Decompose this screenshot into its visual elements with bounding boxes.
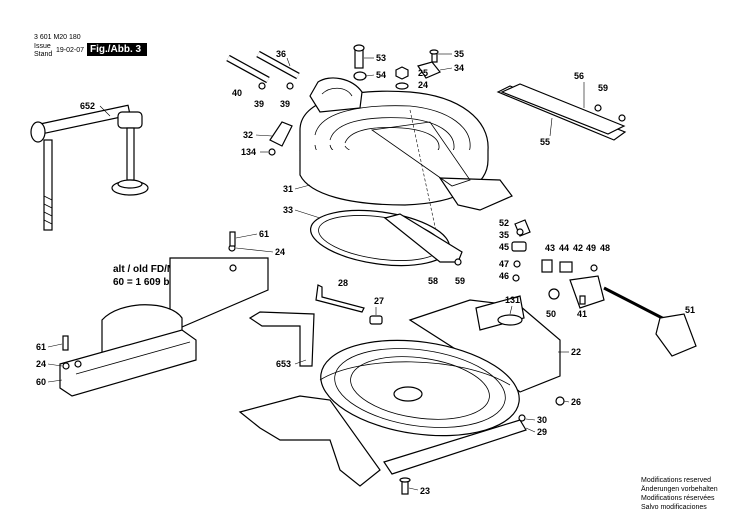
callout-34: 34 — [454, 63, 464, 73]
callout-47: 47 — [499, 259, 509, 269]
guard-lever — [383, 213, 463, 266]
carrying-handle — [248, 311, 315, 367]
footer-line: Änderungen vorbehalten — [641, 486, 718, 493]
callout-52: 52 — [499, 218, 509, 228]
callout-45: 45 — [499, 242, 509, 252]
top-fasteners — [353, 44, 441, 90]
callout-24: 24 — [275, 247, 285, 257]
callout-25: 25 — [418, 68, 428, 78]
stand-label: Stand — [34, 51, 53, 58]
callout-48: 48 — [600, 243, 610, 253]
clamp-assembly — [30, 104, 149, 231]
miter-lock-knob — [541, 259, 697, 357]
callout-44: 44 — [559, 243, 569, 253]
callout-59: 59 — [598, 83, 608, 93]
callout-35: 35 — [499, 230, 509, 240]
callout-39: 39 — [254, 99, 264, 109]
part-number: 3 601 M20 180 — [34, 34, 81, 41]
bevel-scale — [268, 121, 293, 156]
sliding-rails — [496, 83, 627, 141]
footer-line: Salvo modificaciones — [641, 504, 707, 511]
callout-59: 59 — [455, 276, 465, 286]
callout-54: 54 — [376, 70, 386, 80]
callout-43: 43 — [545, 243, 555, 253]
callout-29: 29 — [537, 427, 547, 437]
callout-42: 42 — [573, 243, 583, 253]
callout-50: 50 — [546, 309, 556, 319]
saw-base — [238, 295, 565, 495]
callout-28: 28 — [338, 278, 348, 288]
callout-32: 32 — [243, 130, 253, 140]
callout-49: 49 — [586, 243, 596, 253]
callout-55: 55 — [540, 137, 550, 147]
callout-27: 27 — [374, 296, 384, 306]
figure-badge: Fig./Abb. 3 — [87, 43, 147, 56]
callout-36: 36 — [276, 49, 286, 59]
issue-label: Issue — [34, 43, 51, 50]
callout-24: 24 — [418, 80, 428, 90]
callout-53: 53 — [376, 53, 386, 63]
footer-line: Modifications reserved — [641, 477, 712, 484]
left-fence — [59, 231, 269, 397]
small-fasteners — [511, 219, 531, 282]
callout-51: 51 — [685, 305, 695, 315]
alt-note-line1: alt / old FD/MD 004 — [113, 264, 202, 275]
callout-58: 58 — [428, 276, 438, 286]
callout-31: 31 — [283, 184, 293, 194]
callout-131: 131 — [505, 295, 520, 305]
footer-line: Modifications réservées — [641, 495, 715, 502]
callout-24: 24 — [36, 359, 46, 369]
callout-labels: 652 40 39 36 39 53 54 35 25 34 24 56 59 … — [36, 49, 695, 496]
callout-35: 35 — [454, 49, 464, 59]
callout-22: 22 — [571, 347, 581, 357]
callout-61: 61 — [259, 229, 269, 239]
callout-56: 56 — [574, 71, 584, 81]
callout-41: 41 — [577, 309, 587, 319]
alt-note-line2: 60 = 1 609 b00 746 — [113, 277, 201, 288]
callout-39: 39 — [280, 99, 290, 109]
hex-key — [315, 284, 383, 325]
callout-653: 653 — [276, 359, 291, 369]
callout-61: 61 — [36, 342, 46, 352]
callout-40: 40 — [232, 88, 242, 98]
callout-46: 46 — [499, 271, 509, 281]
callout-33: 33 — [283, 205, 293, 215]
callout-26: 26 — [571, 397, 581, 407]
callout-652: 652 — [80, 101, 95, 111]
guide-rods — [226, 50, 300, 90]
callout-30: 30 — [537, 415, 547, 425]
saw-head-housing — [299, 77, 513, 251]
issue-date: 19-02-07 — [56, 47, 85, 54]
callout-134: 134 — [241, 147, 256, 157]
footer-notes: Modifications reserved Änderungen vorbeh… — [641, 476, 718, 512]
callout-60: 60 — [36, 377, 46, 387]
callout-23: 23 — [420, 486, 430, 496]
